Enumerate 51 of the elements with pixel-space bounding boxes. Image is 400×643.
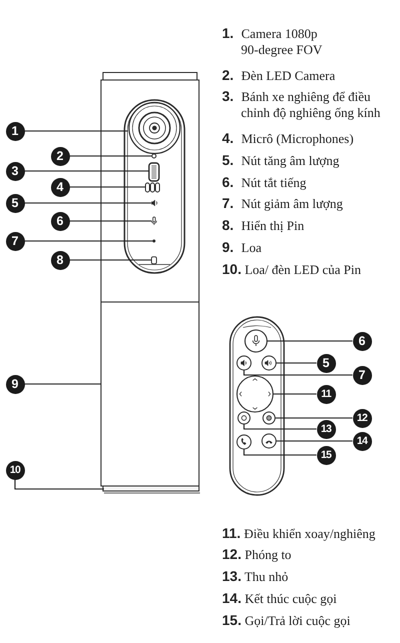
callout-number: 14 (352, 432, 372, 450)
callout-number: 1 (6, 122, 24, 140)
callout-number: 6 (352, 332, 372, 350)
leader-line (70, 259, 152, 261)
leader-line (276, 417, 352, 419)
leader-line (276, 440, 352, 442)
callout-number: 11 (316, 384, 336, 404)
leader-line (24, 130, 128, 132)
leader-line (70, 186, 146, 188)
part-description: 14. Kết thúc cuộc gọi (222, 590, 338, 607)
part-description: 6. Nút tắt tiếng (222, 174, 308, 191)
part-description: 11. Điều khiển xoay/nghiêng (222, 525, 376, 542)
leader-line (243, 370, 352, 376)
leader-line (70, 155, 152, 157)
leader-line (243, 424, 316, 430)
leader-line (274, 393, 316, 395)
callout-number: 8 (50, 250, 70, 270)
callout-number: 5 (316, 354, 336, 372)
callout-number: 4 (50, 178, 70, 196)
part-description: 7. Nút giảm âm lượng (222, 195, 344, 212)
leader-line (276, 362, 316, 364)
callout-number: 2 (50, 146, 70, 166)
callout-number: 15 (316, 446, 336, 464)
leader-line (243, 450, 316, 456)
callout-number: 5 (6, 194, 24, 212)
callout-number: 3 (6, 162, 24, 180)
callout-number: 13 (316, 420, 336, 438)
part-description: 2. Đèn LED Camera (222, 67, 336, 84)
part-description: 13. Thu nhỏ (222, 568, 290, 585)
part-description: 15. Gọi/Trả lời cuộc gọi (222, 612, 352, 629)
part-description: 5. Nút tăng âm lượng (222, 152, 340, 169)
part-description: 10. Loa/ đèn LED của Pin (222, 261, 362, 278)
leader-line (24, 383, 101, 385)
part-description: 9. Loa (222, 239, 262, 256)
leader-line (14, 480, 104, 490)
callout-number: 12 (352, 408, 372, 428)
callout-number: 7 (6, 232, 24, 250)
leader-line (24, 170, 149, 172)
callout-number: 9 (6, 374, 24, 394)
part-description: 1. Camera 1080p 90-degree FOV (222, 25, 324, 58)
callout-number: 10 (6, 460, 24, 480)
part-description: 4. Micrô (Microphones) (222, 130, 355, 147)
leader-line (24, 240, 152, 242)
callout-number: 6 (50, 212, 70, 230)
part-description: 3. Bánh xe nghiêng để điều chỉnh độ nghiêng ống kính (222, 88, 382, 121)
leader-line (70, 220, 152, 222)
part-description: 8. Hiển thị Pin (222, 217, 306, 234)
part-description: 12. Phóng to (222, 546, 292, 563)
leader-line (24, 202, 151, 204)
callout-number: 7 (352, 366, 372, 384)
leader-line (268, 340, 352, 342)
